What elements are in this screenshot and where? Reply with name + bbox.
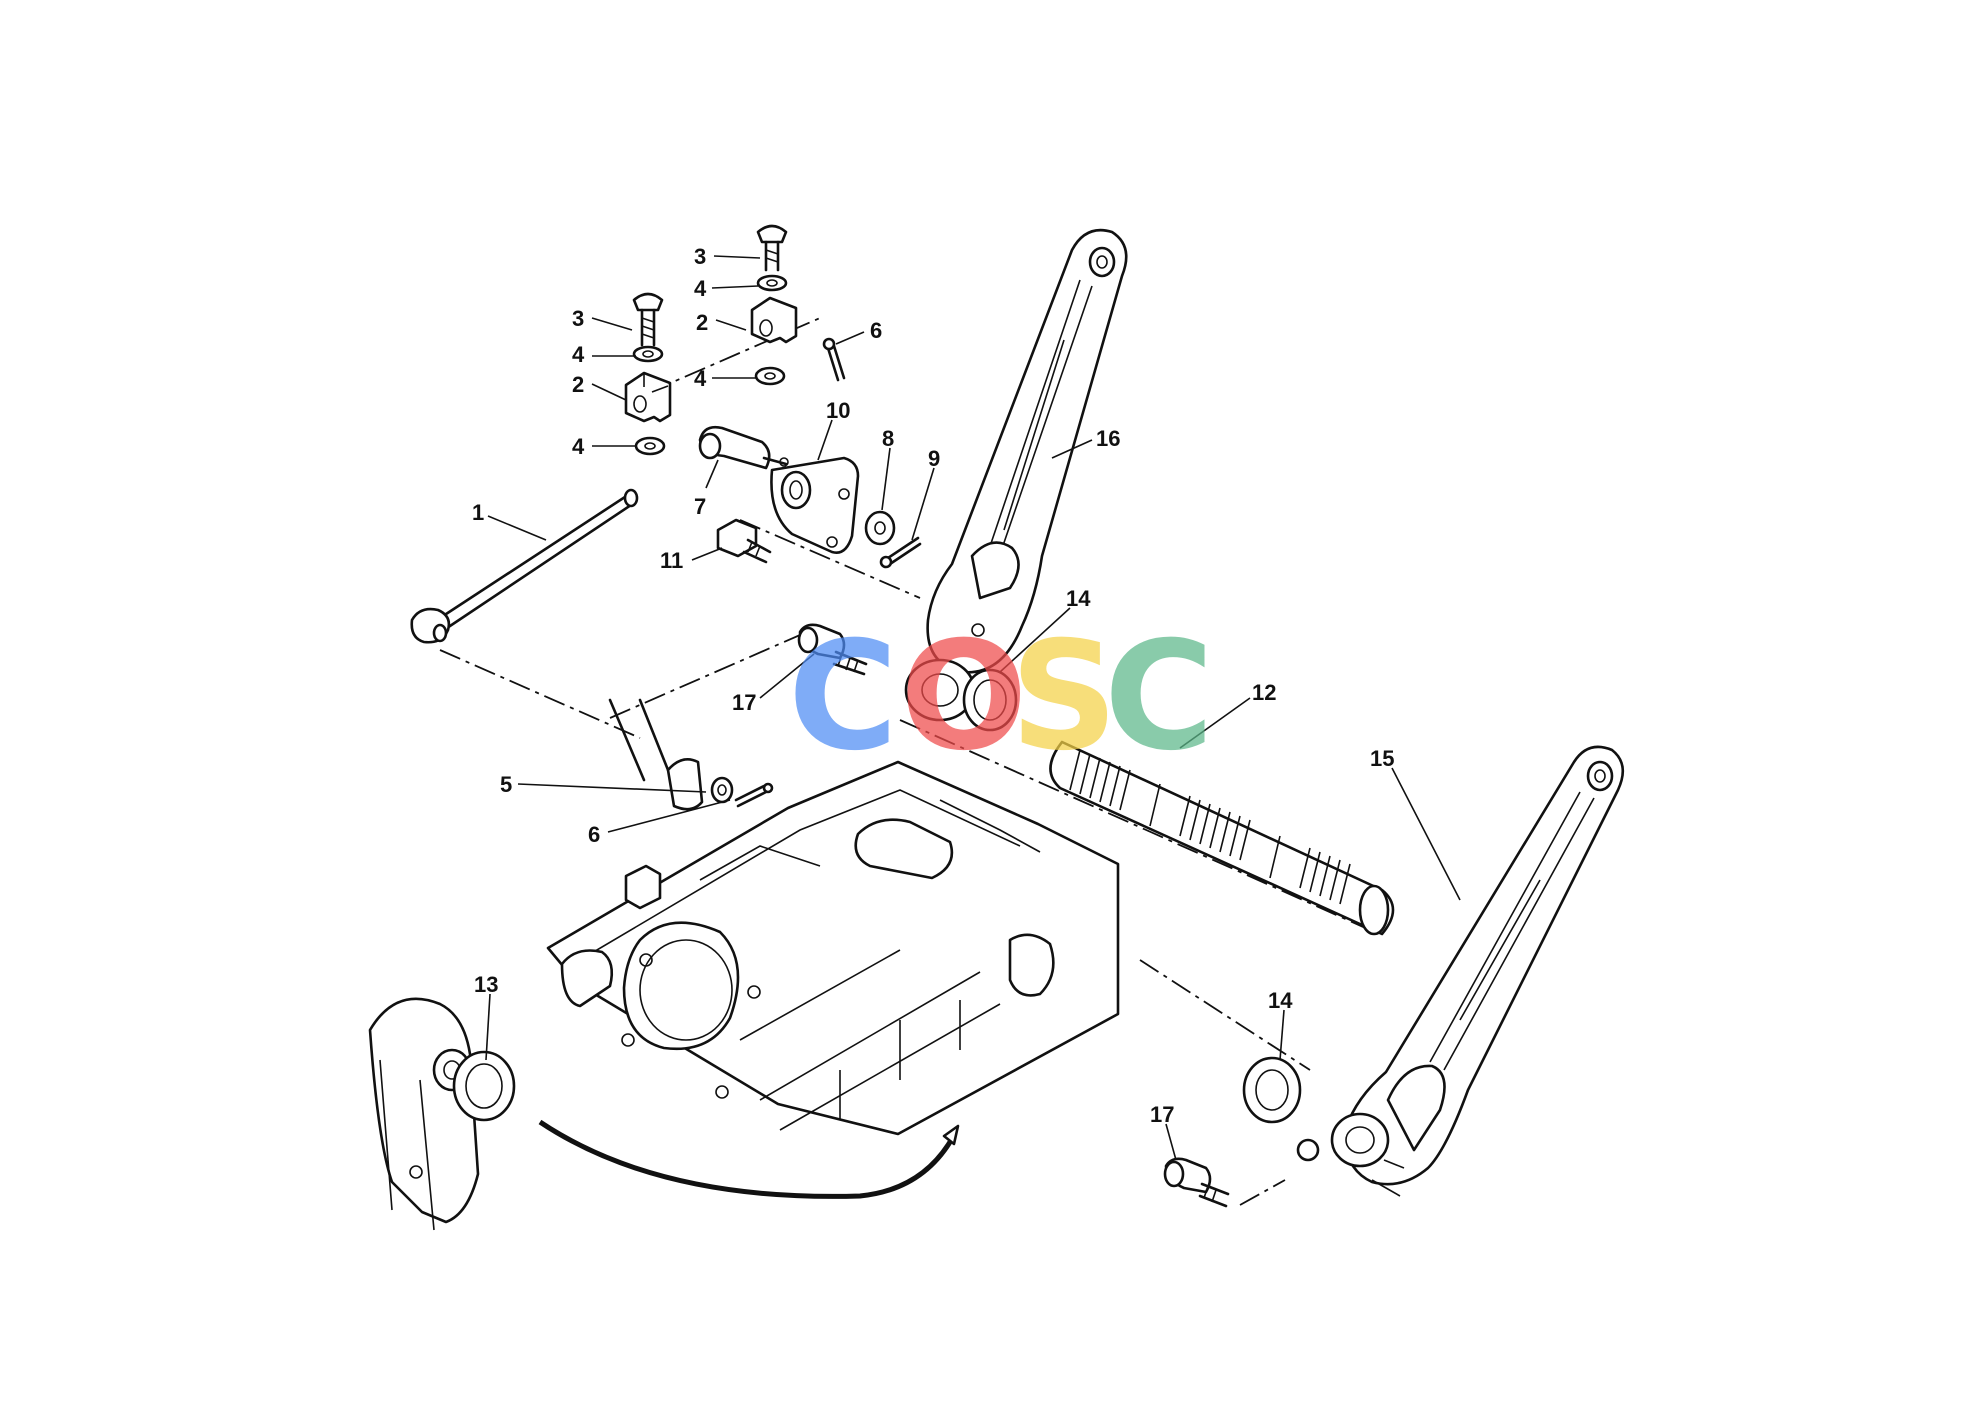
plate-bolt [716,518,772,564]
leader-lines [485,255,1461,1161]
callout-6-upper: 6 [870,318,882,343]
callout-6-lower: 6 [588,822,600,847]
callout-4-right-bottom: 4 [694,366,707,391]
callout-3-right: 3 [694,244,706,269]
callout-2-left: 2 [572,372,584,397]
watermark-letter-1: C [788,610,898,784]
mounting-plate [770,456,860,554]
rear-bracket [368,997,516,1231]
lift-arm-lower [1296,745,1625,1197]
callout-labels: 1 2 2 3 3 4 4 4 4 5 6 6 7 8 9 10 11 12 1… [472,244,1394,1127]
callout-8: 8 [882,426,894,451]
callout-7: 7 [694,494,706,519]
callout-17-upper: 17 [732,690,756,715]
bushing-lower [1242,1056,1302,1124]
callout-9: 9 [928,446,940,471]
watermark-letter-3: S [1010,610,1118,784]
callout-11: 11 [660,548,683,573]
pivot-pin [710,776,734,804]
watermark-letter-4: C [1104,610,1214,784]
callout-5: 5 [500,772,512,797]
washer-left-bottom [634,436,666,456]
callout-16: 16 [1096,426,1120,451]
callout-15: 15 [1370,746,1394,771]
watermark-letter-2: O [900,610,1028,784]
callout-4-left-bottom: 4 [572,434,585,459]
split-pin-9 [879,536,922,569]
callout-10: 10 [826,398,850,423]
callout-4-right-top: 4 [694,276,707,301]
pipe-curve [538,1119,953,1199]
hydraulic-housing [546,698,1120,1136]
bracket-left [624,371,672,423]
callout-17-lower: 17 [1150,1102,1174,1127]
lift-arm-upper [904,228,1128,722]
callout-1: 1 [472,500,484,525]
bolt-right [756,224,788,272]
splined-shaft [1049,740,1395,936]
callout-13: 13 [474,972,498,997]
clevis-pin [698,425,788,470]
split-pin-upper [822,337,846,382]
split-pin-lower [734,782,774,808]
lift-rod [410,488,639,644]
callout-4-left-top: 4 [572,342,585,367]
cap-screw-upper [797,623,868,676]
bushing-upper [962,668,1018,732]
washer-left-top [632,345,664,363]
washer-plain [864,510,896,546]
washer-right-bottom [754,366,786,386]
cap-screw-lower [1163,1157,1230,1208]
callout-12: 12 [1252,680,1276,705]
bracket-right [750,296,798,344]
callout-3-left: 3 [572,306,584,331]
callout-2-right: 2 [696,310,708,335]
washer-right-top [756,274,788,292]
watermark-logo: C O S C [788,610,1214,784]
pipe-arrow [942,1124,960,1146]
bolt-left [632,292,664,347]
callout-14-upper: 14 [1066,586,1091,611]
callout-14-lower: 14 [1268,988,1293,1013]
